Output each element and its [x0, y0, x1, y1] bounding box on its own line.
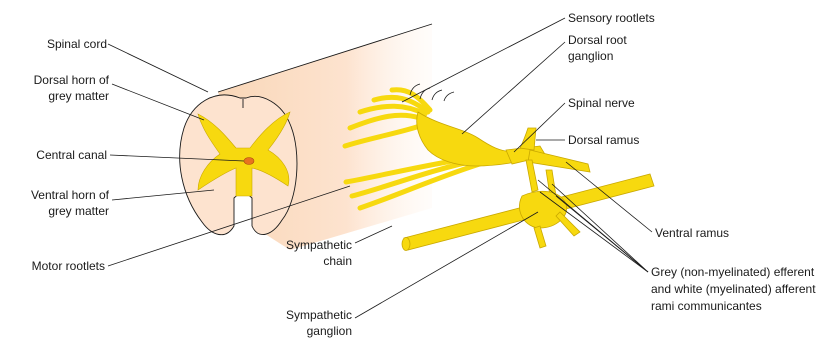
label-spinal-cord: Spinal cord: [47, 37, 107, 51]
label-drg-1: Dorsal root: [568, 33, 627, 47]
label-dorsal-ramus: Dorsal ramus: [568, 133, 639, 147]
label-ventral-horn-1: Ventral horn of: [31, 188, 110, 202]
label-rami-2: and white (myelinated) afferent: [651, 282, 816, 296]
label-dorsal-horn-1: Dorsal horn of: [34, 73, 110, 87]
label-central-canal: Central canal: [36, 148, 107, 162]
label-ventral-ramus: Ventral ramus: [655, 226, 729, 240]
label-symp-chain-2: chain: [323, 254, 352, 268]
label-motor-rootlets: Motor rootlets: [32, 259, 105, 273]
label-drg-2: ganglion: [568, 49, 613, 63]
label-rami-1: Grey (non-myelinated) efferent: [651, 265, 815, 279]
ventral-ramus: [528, 150, 590, 172]
sympathetic-chain-end: [402, 238, 410, 251]
label-rami-3: rami communicantes: [651, 299, 762, 313]
label-ventral-horn-2: grey matter: [48, 204, 109, 218]
sympathetic-ganglion: [519, 191, 566, 228]
label-symp-ganglion-2: ganglion: [307, 324, 352, 338]
central-canal: [244, 158, 254, 165]
label-symp-chain-1: Sympathetic: [286, 238, 352, 252]
label-sensory-rootlets: Sensory rootlets: [568, 11, 655, 25]
label-spinal-nerve: Spinal nerve: [568, 96, 635, 110]
label-symp-ganglion-1: Sympathetic: [286, 308, 352, 322]
label-dorsal-horn-2: grey matter: [48, 89, 109, 103]
